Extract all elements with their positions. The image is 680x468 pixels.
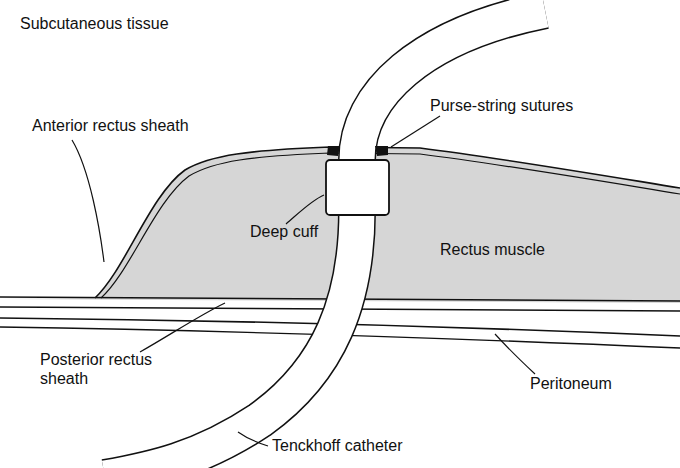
leader-line: [391, 116, 440, 147]
part-label: Tenckhoff catheter: [272, 436, 402, 455]
part-label: Purse-string sutures: [430, 96, 573, 115]
catheter-outline: [105, 210, 357, 468]
part-label: Anterior rectus sheath: [32, 116, 189, 135]
leader-line: [495, 334, 535, 374]
deep-cuff: [326, 160, 389, 215]
leader-line: [238, 432, 268, 446]
purse-string-suture: [375, 146, 388, 156]
anterior-rectus-sheath: [95, 147, 680, 298]
region-label: Subcutaneous tissue: [20, 14, 169, 33]
catheter-tube: [105, 210, 357, 468]
purse-string-suture: [327, 146, 340, 156]
catheter-outline: [357, 10, 545, 160]
part-label: Posterior rectus sheath: [40, 350, 168, 388]
leader-line: [72, 140, 104, 262]
anterior-rectus-sheath-inner: [101, 153, 680, 298]
catheter-tube: [357, 10, 545, 160]
part-label: Rectus muscle: [440, 240, 545, 259]
leader-line: [140, 303, 225, 352]
part-label: Deep cuff: [250, 222, 318, 241]
part-label: Peritoneum: [530, 374, 612, 393]
leader-line: [286, 195, 324, 224]
